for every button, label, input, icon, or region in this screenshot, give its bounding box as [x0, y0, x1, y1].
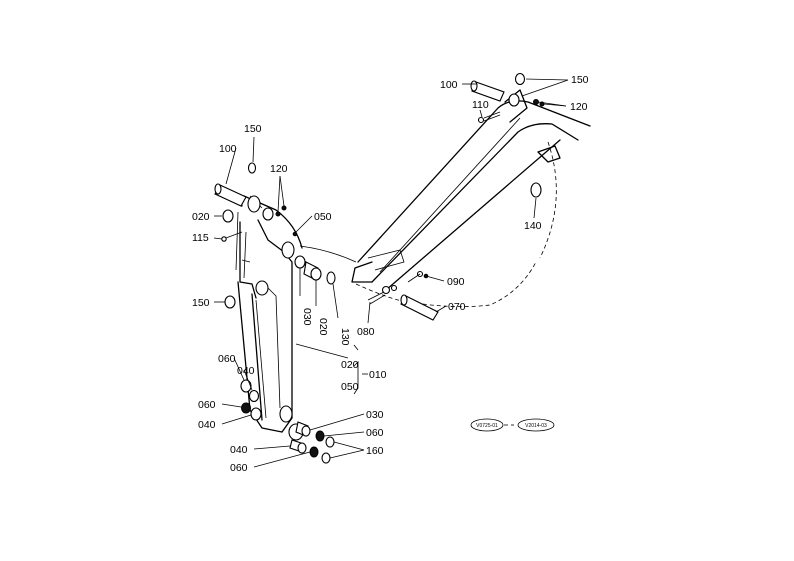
ref-left-text: V0725-01	[476, 423, 498, 429]
pin-070	[400, 294, 439, 321]
label-070: 070	[448, 301, 466, 313]
label-100-top: 100	[440, 79, 458, 91]
arm-boss-bottom	[279, 405, 293, 423]
label-020-b: 020	[317, 318, 329, 336]
label-140: 140	[524, 220, 542, 232]
label-010: 010	[369, 369, 387, 381]
bushing-top	[508, 93, 520, 107]
arm-boss-mid	[281, 241, 295, 259]
bushing-030-a	[294, 255, 306, 269]
washer-150-left	[224, 295, 236, 309]
label-160: 160	[366, 445, 384, 457]
label-060-c: 060	[366, 427, 384, 439]
washer-150-top	[514, 72, 526, 86]
label-030-a: 030	[301, 308, 313, 326]
ref-badge-left	[470, 418, 504, 432]
bushing-030-b	[295, 421, 311, 437]
label-030-b: 030	[366, 409, 384, 421]
washer-140	[530, 182, 542, 198]
reference-badges: V0725-01 V2014-03	[470, 418, 555, 432]
label-040-a: 040	[237, 365, 255, 377]
bushing-020-b	[303, 261, 322, 281]
label-060-b: 060	[198, 399, 216, 411]
arm-boss-top	[247, 195, 261, 213]
bushing-040-a	[248, 389, 260, 403]
arm-boss-left	[255, 280, 269, 296]
label-120-arm: 120	[270, 163, 288, 175]
bolt-115	[221, 231, 243, 242]
washer-160-a	[325, 436, 335, 448]
label-060-d: 060	[230, 462, 248, 474]
nipple-050-a	[292, 231, 298, 237]
label-060-a: 060	[218, 353, 236, 365]
collar-060-a	[240, 379, 252, 393]
nipple-120-arm-a	[281, 205, 287, 211]
label-150-top: 150	[571, 74, 589, 86]
bushing-040-b	[250, 407, 262, 421]
bolt-110	[477, 111, 501, 124]
label-050-a: 050	[314, 211, 332, 223]
label-020-c: 020	[341, 359, 359, 371]
label-130: 130	[339, 328, 351, 346]
label-040-b: 040	[198, 419, 216, 431]
label-115: 115	[192, 232, 209, 244]
label-150-arm: 150	[244, 123, 262, 135]
bolt-090	[407, 270, 429, 283]
washer-150-arm	[247, 162, 257, 174]
label-120-top: 120	[570, 101, 588, 113]
washer-130	[326, 271, 336, 285]
boom	[299, 89, 591, 308]
label-150-left: 150	[192, 297, 210, 309]
label-100-arm: 100	[219, 143, 237, 155]
label-080: 080	[357, 326, 375, 338]
nipple-120-top-a	[533, 99, 539, 105]
ref-badge-right	[517, 418, 555, 432]
label-050-b: 050	[341, 381, 359, 393]
ref-right-text: V2014-03	[525, 423, 547, 429]
nipple-120-arm-b	[275, 211, 281, 217]
label-110: 110	[472, 99, 489, 111]
washer-160-b	[321, 452, 331, 464]
arm	[235, 195, 303, 433]
collar-060-b	[241, 402, 251, 414]
arm-boss-top-b	[262, 207, 274, 221]
bushing-040-c	[289, 439, 307, 454]
label-020-a: 020	[192, 211, 210, 223]
leader-lines	[213, 78, 569, 468]
collar-060-d	[309, 446, 319, 458]
label-090: 090	[447, 276, 465, 288]
collar-060-c	[315, 430, 325, 442]
bushing-020-a	[222, 209, 234, 223]
pin-100-top	[470, 80, 505, 102]
part-labels: 100 150 110 120 140 090 070 080 150 100 …	[192, 74, 589, 474]
bolt-080	[367, 284, 398, 305]
pin-100-arm	[214, 183, 247, 207]
label-040-c: 040	[230, 444, 248, 456]
